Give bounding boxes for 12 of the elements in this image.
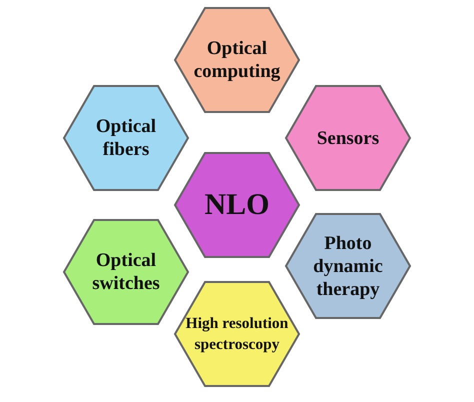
hexagon <box>173 280 301 388</box>
hexagon <box>284 84 412 192</box>
hexagon <box>62 84 190 192</box>
node-label: Optical computing <box>192 37 282 83</box>
node-label: Optical switches <box>91 249 161 295</box>
node-label: NLO <box>204 188 270 222</box>
node-label: High resolution spectroscopy <box>184 314 290 355</box>
hexagon <box>173 151 301 259</box>
node-label: Sensors <box>316 126 380 150</box>
node-label: Photo dynamic therapy <box>312 232 384 300</box>
hexagon <box>173 6 301 114</box>
node-label: Optical fibers <box>94 115 158 161</box>
